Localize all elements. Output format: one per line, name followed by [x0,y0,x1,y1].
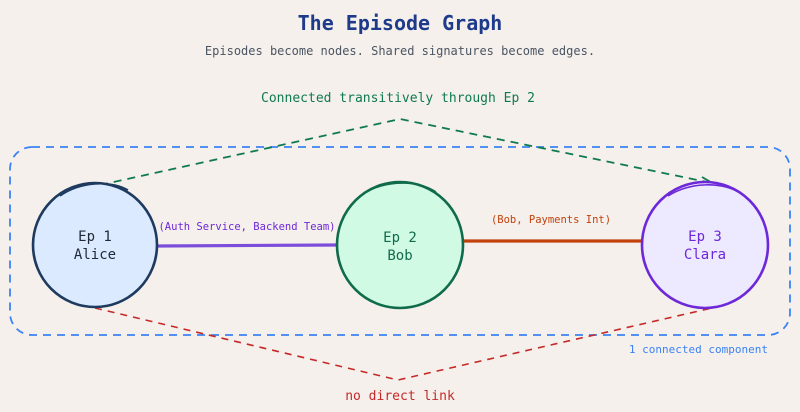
node-ep3-ep: Ep 3 [688,229,722,245]
node-ep2-ep: Ep 2 [383,230,417,246]
edge-ep1-ep2-label: (Auth Service, Backend Team) [158,221,335,233]
no-link-path [94,307,713,381]
node-ep3[interactable]: Ep 3 Clara [640,180,770,310]
node-ep2[interactable]: Ep 2 Bob [335,180,465,310]
no-link-label: no direct link [345,389,455,404]
component-label: 1 connected component [629,343,768,356]
page-subtitle: Episodes become nodes. Shared signatures… [205,44,595,58]
node-ep2-sketch-stroke [369,182,437,193]
node-ep3-sketch-stroke [667,184,743,197]
transitive-path [99,118,713,186]
node-ep1-name: Alice [74,247,116,263]
node-ep2-name: Bob [387,248,412,264]
node-ep1[interactable]: Ep 1 Alice [31,181,159,309]
transitive-label: Connected transitively through Ep 2 [261,91,535,106]
node-ep1-sketch-stroke [59,182,129,197]
node-ep3-circle [640,180,770,310]
node-ep2-circle [335,180,465,310]
edge-ep1-ep2 [155,243,339,248]
page-title: The Episode Graph [298,11,503,35]
node-ep1-ep: Ep 1 [78,229,112,245]
component-boundary [9,146,791,336]
edge-ep2-ep3-label: (Bob, Payments Int) [491,214,611,226]
node-ep3-name: Clara [684,247,726,263]
node-ep1-circle [31,181,159,309]
